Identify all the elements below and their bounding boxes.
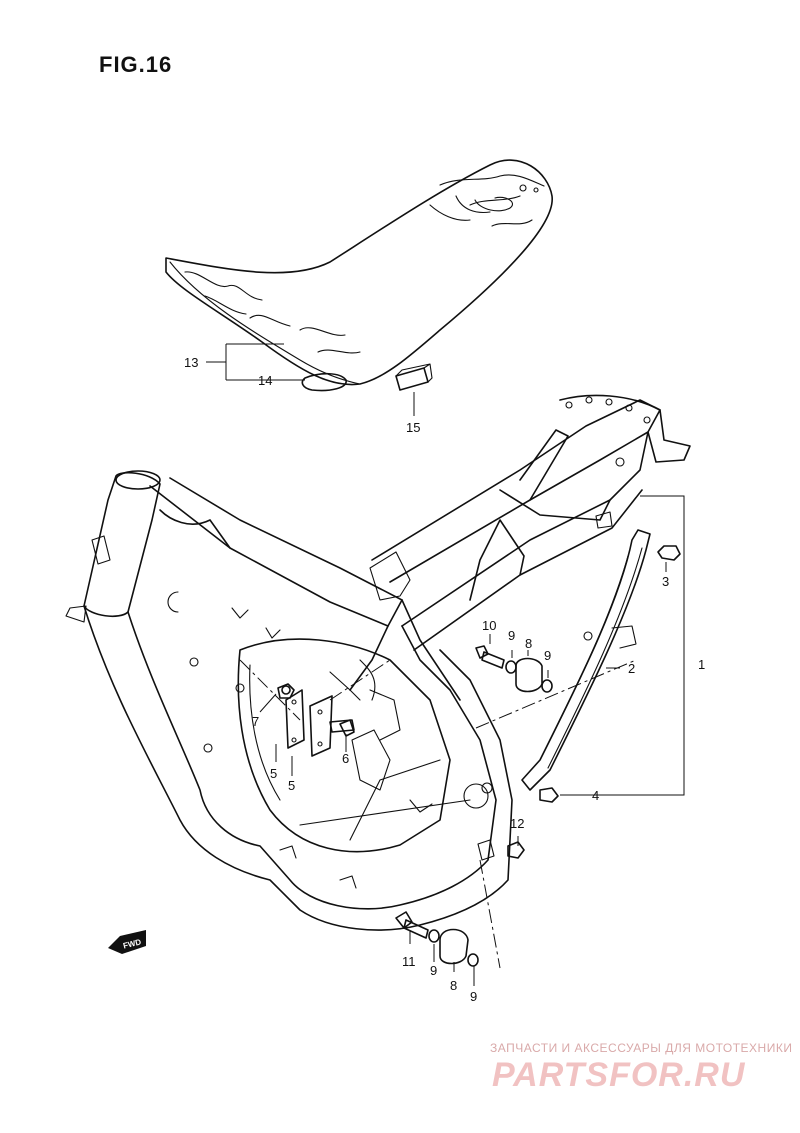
nut-12-drawing — [507, 841, 525, 859]
center-lines — [239, 659, 637, 969]
bolt-3-drawing — [657, 545, 681, 561]
callout-9-upper-right: 9 — [544, 648, 551, 663]
callout-14: 14 — [258, 373, 272, 388]
bolt-4-drawing — [539, 787, 559, 803]
seat-cushion-drawing — [395, 363, 433, 391]
callout-9-lower-left: 9 — [430, 963, 437, 978]
callout-8-lower: 8 — [450, 978, 457, 993]
fwd-label: FWD — [122, 937, 142, 950]
callout-7: 7 — [252, 714, 259, 729]
callout-9-upper-left: 9 — [508, 628, 515, 643]
callout-15: 15 — [406, 420, 420, 435]
callout-12: 12 — [510, 816, 524, 831]
callout-6: 6 — [342, 751, 349, 766]
callout-10: 10 — [482, 618, 496, 633]
callout-13: 13 — [184, 355, 198, 370]
watermark-caption: ЗАПЧАСТИ И АКСЕССУАРЫ ДЛЯ МОТОТЕХНИКИ — [490, 1041, 793, 1055]
fwd-direction-badge: FWD — [108, 930, 146, 954]
bolt-6-drawing — [339, 719, 355, 737]
frame-drawing — [65, 394, 691, 931]
callout-labels: 1 2 3 4 5 5 6 7 8 8 9 9 9 9 10 11 12 13 … — [184, 355, 705, 1004]
callout-3: 3 — [662, 574, 669, 589]
frame-guard-drawing — [521, 529, 651, 791]
callout-8-upper: 8 — [525, 636, 532, 651]
lower-mount-hardware-drawing — [395, 911, 479, 967]
watermark-logo-text: PARTSFOR.RU — [492, 1056, 746, 1094]
figure-title: FIG.16 — [99, 52, 173, 77]
callout-2: 2 — [628, 661, 635, 676]
callout-5-right: 5 — [288, 778, 295, 793]
callout-4: 4 — [592, 788, 599, 803]
callout-11: 11 — [402, 954, 416, 969]
leader-lines — [206, 343, 685, 986]
watermark-logo: PARTSFOR.RU — [492, 1056, 746, 1094]
seat-strap-drawing — [301, 372, 347, 392]
callout-5-left: 5 — [270, 766, 277, 781]
callout-9-lower-right: 9 — [470, 989, 477, 1004]
upper-mount-hardware-drawing — [475, 645, 553, 693]
nut-7-drawing — [277, 683, 295, 699]
seat-drawing — [165, 159, 553, 386]
callout-1: 1 — [698, 657, 705, 672]
